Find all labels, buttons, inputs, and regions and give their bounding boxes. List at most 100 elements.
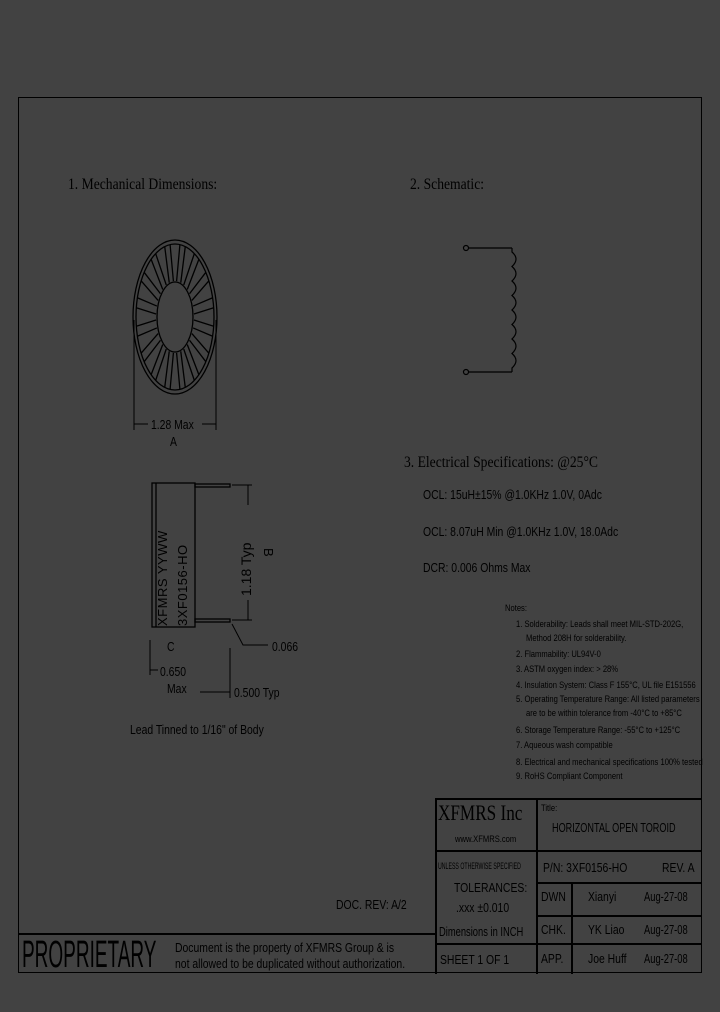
winding-turn bbox=[143, 339, 161, 363]
toroid-inner-hole bbox=[156, 281, 194, 353]
note-item: 3. ASTM oxygen index: > 28% bbox=[516, 664, 619, 675]
revision: REV. A bbox=[662, 860, 695, 875]
winding-turn bbox=[140, 280, 159, 301]
terminal-bottom bbox=[462, 368, 470, 376]
dimension-b-value: 1.18 Typ bbox=[238, 542, 254, 596]
winding-turn bbox=[137, 327, 158, 337]
winding-turn bbox=[180, 246, 186, 283]
approval-name: YK Liao bbox=[588, 922, 625, 937]
dimension-b-label: B bbox=[261, 548, 276, 557]
winding-turn bbox=[175, 244, 181, 282]
proprietary-notice-line2: not allowed to be duplicated without aut… bbox=[175, 956, 406, 971]
winding-turn bbox=[150, 259, 164, 290]
approval-name: Joe Huff bbox=[588, 951, 627, 966]
lead-bottom bbox=[194, 618, 231, 623]
toroid-outer-edge bbox=[132, 239, 218, 395]
winding-turn bbox=[186, 344, 200, 375]
winding-turn bbox=[183, 348, 195, 381]
winding-turn bbox=[191, 333, 210, 354]
note-item: are to be within tolerance from -40°C to… bbox=[526, 708, 682, 719]
dimension-c-max: Max bbox=[167, 681, 187, 696]
doc-revision: DOC. REV: A/2 bbox=[336, 897, 407, 912]
drawing-title: HORIZONTAL OPEN TOROID bbox=[552, 820, 676, 835]
side-view bbox=[151, 482, 231, 628]
winding-turn bbox=[192, 297, 213, 307]
notes-title: Notes: bbox=[505, 603, 527, 614]
lead-tinning-note: Lead Tinned to 1/16" of Body bbox=[130, 722, 264, 737]
dimension-c-label: C bbox=[167, 639, 175, 654]
toroid-outer-edge-inner bbox=[135, 243, 215, 391]
winding-turn bbox=[183, 253, 195, 286]
terminal-top bbox=[462, 244, 470, 252]
toroid-top-view bbox=[132, 239, 218, 395]
approval-date: Aug-27-08 bbox=[644, 922, 688, 937]
winding-turn bbox=[193, 319, 214, 327]
dimension-a bbox=[133, 320, 217, 430]
winding-turn bbox=[180, 351, 186, 388]
tolerances-label: TOLERANCES: bbox=[454, 880, 528, 895]
dimension-c-value: 0.650 bbox=[160, 664, 187, 679]
title-label: Title: bbox=[541, 803, 558, 814]
marking-line1: XFMRS YYWW bbox=[155, 530, 170, 626]
approval-role: APP. bbox=[541, 951, 564, 966]
spec-ocl-2: OCL: 8.07uH Min @1.0KHz 1.0V, 18.0Adc bbox=[423, 524, 619, 539]
company-name: XFMRS Inc bbox=[438, 800, 523, 825]
winding-turn bbox=[175, 352, 181, 390]
winding-turn bbox=[191, 280, 210, 301]
schematic-coil bbox=[462, 244, 517, 376]
winding-turn bbox=[143, 271, 161, 295]
winding-turn bbox=[169, 352, 175, 390]
lead-diameter: 0.066 bbox=[272, 639, 299, 654]
lead-spacing: 0.500 Typ bbox=[234, 685, 280, 700]
spec-ocl-1: OCL: 15uH±15% @1.0KHz 1.0V, 0Adc bbox=[423, 487, 602, 502]
approval-date: Aug-27-08 bbox=[644, 951, 688, 966]
note-item: 7. Aqueous wash compatible bbox=[516, 740, 613, 751]
approval-name: Xianyi bbox=[588, 889, 617, 904]
company-website: www.XFMRS.com bbox=[455, 834, 517, 845]
section-schematic-heading: 2. Schematic: bbox=[410, 176, 485, 193]
winding-turn bbox=[189, 339, 207, 363]
winding-turn bbox=[193, 307, 214, 315]
winding-turn bbox=[169, 244, 175, 282]
winding-turn bbox=[155, 253, 167, 286]
note-item: 1. Solderability: Leads shall meet MIL-S… bbox=[516, 619, 684, 630]
winding-turn bbox=[189, 271, 207, 295]
winding-turn bbox=[150, 344, 164, 375]
winding-turn bbox=[140, 333, 159, 354]
note-item: 2. Flammability: UL94V-0 bbox=[516, 649, 601, 660]
proprietary-label: PROPRIETARY bbox=[22, 934, 157, 976]
winding-turn bbox=[137, 297, 158, 307]
dimension-a-label: A bbox=[170, 434, 177, 449]
dimension-units: Dimensions in INCH bbox=[439, 924, 524, 939]
sheet-number: SHEET 1 OF 1 bbox=[440, 952, 510, 967]
winding-turn bbox=[164, 351, 170, 388]
approval-role: CHK. bbox=[541, 922, 566, 937]
note-item: 9. RoHS Compliant Component bbox=[516, 771, 623, 782]
tolerance-header: UNLESS OTHERWISE SPECIFIED bbox=[438, 861, 521, 872]
winding-turn bbox=[164, 246, 170, 283]
winding-turn bbox=[192, 327, 213, 337]
approval-role: DWN bbox=[541, 889, 566, 904]
spec-dcr: DCR: 0.006 Ohms Max bbox=[423, 560, 531, 575]
component-body bbox=[151, 482, 196, 628]
drawing-frame bbox=[18, 97, 702, 973]
note-item: Method 208H for solderability. bbox=[526, 633, 627, 644]
lead-top bbox=[194, 483, 231, 488]
winding-turn bbox=[186, 259, 200, 290]
note-item: 8. Electrical and mechanical specificati… bbox=[516, 757, 703, 768]
winding-turn bbox=[136, 307, 157, 315]
tolerance-value: .xxx ±0.010 bbox=[456, 900, 510, 915]
note-item: 6. Storage Temperature Range: -55°C to +… bbox=[516, 725, 681, 736]
part-number: P/N: 3XF0156-HO bbox=[543, 860, 628, 875]
dimension-a-value: 1.28 Max bbox=[151, 417, 194, 432]
marking-line2: 3XF0156-HO bbox=[175, 544, 190, 626]
proprietary-notice-line1: Document is the property of XFMRS Group … bbox=[175, 940, 395, 955]
note-item: 4. Insulation System: Class F 155°C, UL … bbox=[516, 680, 696, 691]
section-electrical-heading: 3. Electrical Specifications: @25°C bbox=[404, 454, 598, 471]
approval-date: Aug-27-08 bbox=[644, 889, 688, 904]
note-item: 5. Operating Temperature Range: All list… bbox=[516, 694, 700, 705]
section-mechanical-heading: 1. Mechanical Dimensions: bbox=[68, 176, 218, 193]
coil-windings bbox=[511, 248, 517, 372]
dimension-b bbox=[149, 484, 268, 698]
